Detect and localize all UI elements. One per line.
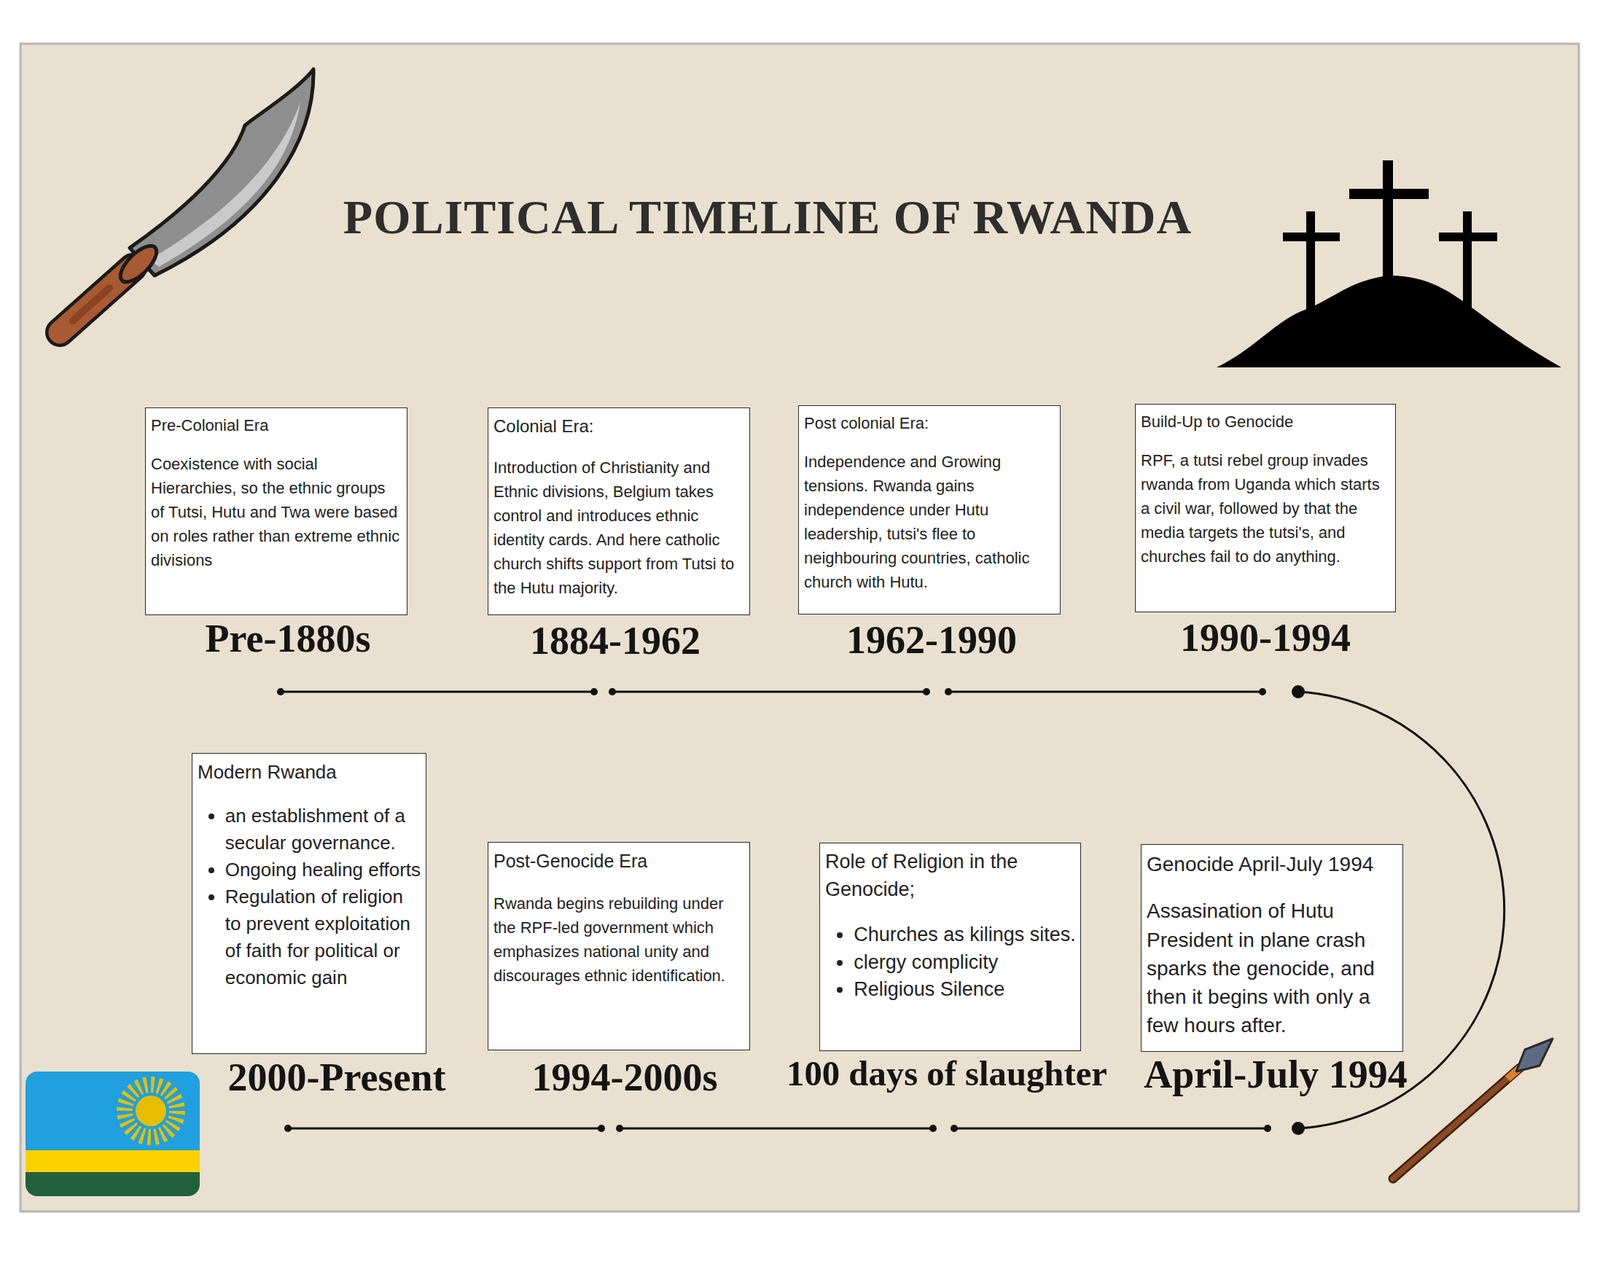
card-text: Independence and Growing tensions. Rwand… [804,449,1056,595]
timeline-card: Post-Genocide EraRwanda begins rebuildin… [487,841,751,1051]
spear-head [1516,1038,1553,1072]
bullet-item: clergy complicity [853,949,1076,977]
date-label: 1962-1990 [846,620,1017,660]
card-heading: Build-Up to Genocide [1140,409,1391,434]
date-label: 2000-Present [228,1057,447,1098]
cross-post [1306,211,1315,321]
card-box: Post colonial Era: Independence and Growi… [798,405,1061,615]
timeline-segment [280,691,595,694]
card-box: Modern Rwanda an establishment of a secul… [191,752,427,1055]
card-box: Pre-Colonial EraCoexistence with social … [145,407,408,616]
sword-grip-wrap [72,287,110,321]
page-title: POLITICAL TIMELINE OF RWANDA [343,193,1192,242]
sword-blade-shine [149,102,301,267]
timeline-end-dot [1291,1121,1305,1135]
timeline-card: Modern Rwanda an establishment of a secul… [191,752,427,1055]
timeline-dot [929,1124,937,1133]
cross-bar [1438,232,1498,242]
timeline-segment [612,691,927,694]
flag-blue-band [25,1071,200,1151]
timeline-dot [922,688,931,696]
timeline-card: Post colonial Era: Independence and Growi… [798,405,1061,615]
hill-silhouette [1216,275,1562,368]
bullet-item: Churches as kilings sites. [853,921,1076,950]
card-heading: Genocide April-July 1994 [1146,849,1399,879]
timeline-dot [276,688,285,696]
card-box: Genocide April-July 1994Assasination of … [1140,844,1404,1052]
date-label: 100 days of slaughter [786,1056,1108,1092]
crosses-on-hill [1216,160,1562,368]
card-heading: Post-Genocide Era [493,847,745,876]
timeline-segment [287,1127,602,1130]
timeline-segment [619,1127,934,1130]
card-heading: Modern Rwanda [197,758,422,786]
date-label: Pre-1880s [205,618,372,659]
timeline-end-dot [1291,685,1305,699]
card-heading: Role of Religion in the Genocide; [825,848,1076,904]
timeline-track [276,685,1505,1135]
timeline-dot [1258,688,1267,696]
timeline-card: Role of Religion in the Genocide; Churche… [819,842,1082,1052]
timeline-dot [950,1124,958,1133]
spear-shaft [1392,1067,1520,1179]
card-heading: Post colonial Era: [804,411,1056,436]
card-text: Introduction of Christianity and Ethnic … [493,455,745,600]
sword-guard [114,239,162,288]
flag-sun-ring [132,1092,170,1130]
card-box: Post-Genocide EraRwanda begins rebuildin… [487,841,751,1051]
bullet-list: an establishment of a secular governance… [197,802,422,991]
timeline-dot [284,1124,292,1133]
card-box: Colonial Era: Introduction of Christianit… [487,407,751,616]
bullet-item: an establishment of a secular governance… [225,802,422,857]
card-text: RPF, a tutsi rebel group invades rwanda … [1140,448,1391,569]
flag-yellow-band [25,1150,200,1173]
timeline-segment [954,1127,1268,1130]
date-label: April-July 1994 [1143,1054,1408,1095]
date-label: 1994-2000s [532,1057,718,1098]
card-text: Coexistence with social Hierarchies, so … [150,451,403,573]
bullet-item: Regulation of religion to prevent exploi… [225,883,422,992]
card-heading: Pre-Colonial Era [150,413,403,438]
cross-bar [1282,232,1340,242]
timeline-dot [597,1124,606,1133]
timeline-dot [1263,1124,1272,1133]
poster-ground [20,43,1579,1212]
timeline-dot [608,688,616,696]
bullet-item: Religious Silence [853,976,1076,1004]
timeline-dot [590,688,598,696]
spear-icon [1392,1038,1553,1179]
card-heading: Colonial Era: [493,413,745,440]
card-box: Role of Religion in the Genocide; Churche… [819,842,1082,1052]
sword-blade [129,69,314,276]
date-label: 1884-1962 [529,621,701,661]
date-label: 1990-1994 [1180,618,1351,658]
bullet-item: Ongoing healing efforts [225,856,422,884]
timeline-card: Build-Up to GenocideRPF, a tutsi rebel g… [1134,403,1396,613]
spear-shaft-outline [1392,1067,1520,1179]
timeline-segment [948,691,1263,694]
rwanda-flag [25,1071,200,1197]
flag-sun-rays [124,1084,178,1138]
timeline-card: Genocide April-July 1994Assasination of … [1140,844,1404,1052]
flag-sun [135,1095,167,1127]
flag-green-band [25,1172,200,1197]
timeline-dot [944,688,952,696]
timeline-card: Colonial Era: Introduction of Christianit… [487,407,751,616]
card-text: Rwanda begins rebuilding under the RPF-l… [493,891,745,988]
timeline-card: Pre-Colonial EraCoexistence with social … [145,407,408,616]
bullet-list: Churches as kilings sites.clergy complic… [825,921,1076,1004]
card-box: Build-Up to GenocideRPF, a tutsi rebel g… [1134,403,1396,613]
sword-icon [59,69,314,333]
card-text: Assasination of Hutu President in plane … [1146,896,1399,1040]
cross-bar [1349,188,1429,199]
timeline-dot [615,1124,624,1133]
